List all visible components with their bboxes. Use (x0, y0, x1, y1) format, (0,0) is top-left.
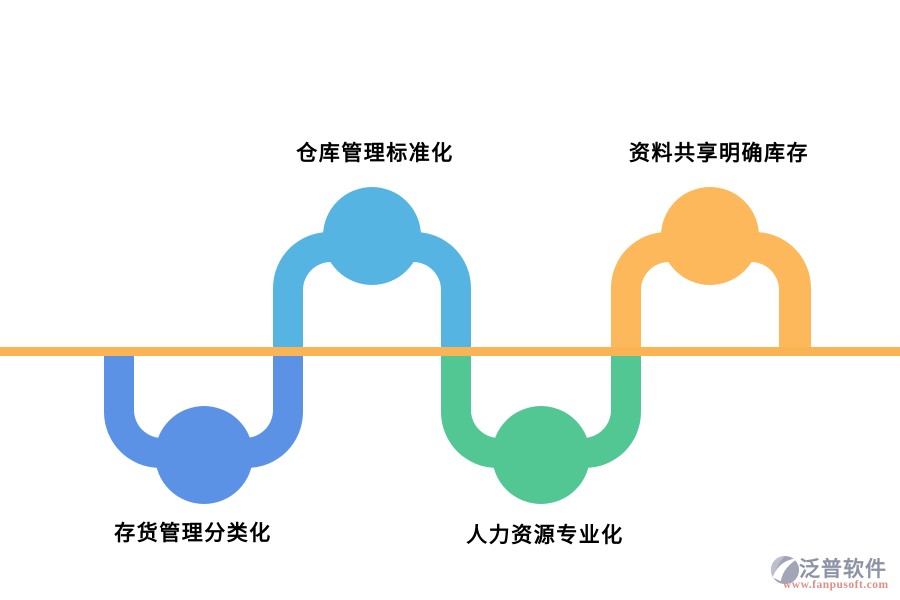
brand-url: www.fanpusoft.com (783, 579, 889, 591)
label-warehouse: 仓库管理标准化 (296, 141, 454, 165)
node-circle-inventory (155, 406, 253, 504)
node-circle-data-sharing (661, 187, 759, 285)
node-circle-hr (492, 406, 590, 504)
label-inventory: 存货管理分类化 (114, 521, 272, 545)
brand-name: 泛普软件 (799, 557, 887, 581)
baseline (0, 347, 900, 356)
link-shape-data-sharing (611, 232, 811, 356)
label-data-sharing: 资料共享明确库存 (629, 141, 809, 165)
label-hr: 人力资源专业化 (466, 523, 624, 547)
link-shape-inventory (104, 347, 303, 468)
node-circle-warehouse (323, 187, 421, 285)
fanpu-logo-icon (770, 555, 800, 585)
brand-logo: 泛普软件 www.fanpusoft.com (770, 553, 896, 595)
link-shape-warehouse (273, 232, 471, 356)
link-shape-hr (441, 347, 641, 468)
